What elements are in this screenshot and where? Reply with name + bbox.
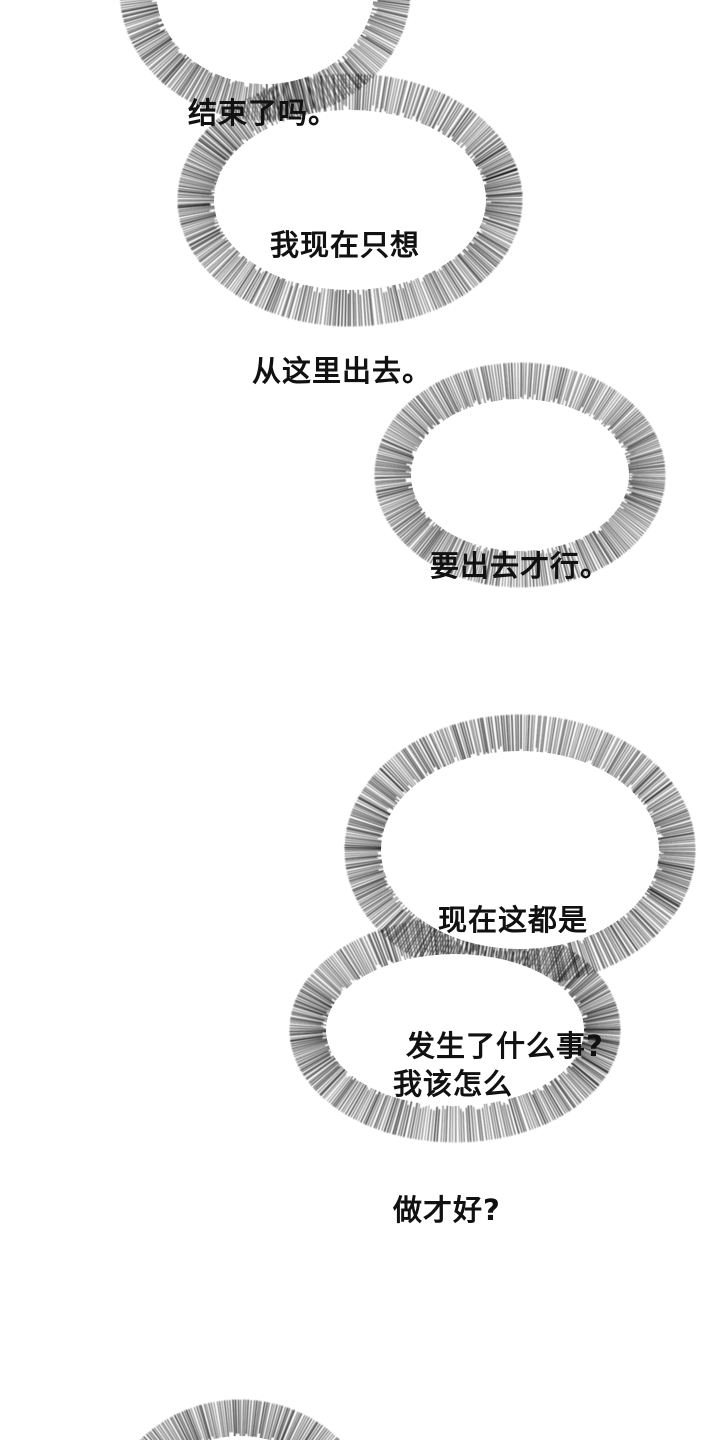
bubble-4-interior	[381, 751, 659, 949]
speech-bubble-2-text: 我现在只想 从这里出去。	[252, 140, 432, 476]
speech-bubble-4-text: 现在这都是 发生了什么事?	[406, 815, 604, 1151]
bubble-5-line-1: 我该怎么	[393, 1067, 514, 1101]
bubble-1-interior	[156, 0, 374, 84]
speech-bubble-1-text: 结束了吗。	[188, 8, 338, 218]
bubble-2-line-1: 我现在只想	[270, 228, 421, 262]
speech-bubble-5-text: 我该怎么 做才好?	[393, 979, 513, 1315]
bubble-2-outline	[177, 73, 523, 327]
bubble-4-line-2: 发生了什么事?	[406, 1029, 604, 1063]
bubble-3-interior	[411, 399, 629, 551]
bubble-2-interior	[214, 110, 486, 290]
bubble-5-interior	[326, 954, 584, 1106]
bubble-5-line-2: 做才好?	[393, 1193, 501, 1227]
bubble-6-interior	[210, 1436, 270, 1440]
bubble-2-line-2: 从这里出去。	[252, 354, 433, 388]
bubble-1-line-1: 结束了吗。	[188, 96, 339, 130]
bubble-4-outline	[344, 714, 696, 986]
bubble-4-line-1: 现在这都是	[438, 903, 589, 937]
bubble-3-line-1: 要出去才行。	[430, 549, 611, 583]
bubble-6-outline	[140, 1399, 340, 1440]
speech-bubble-3-text: 要出去才行。	[430, 461, 610, 671]
